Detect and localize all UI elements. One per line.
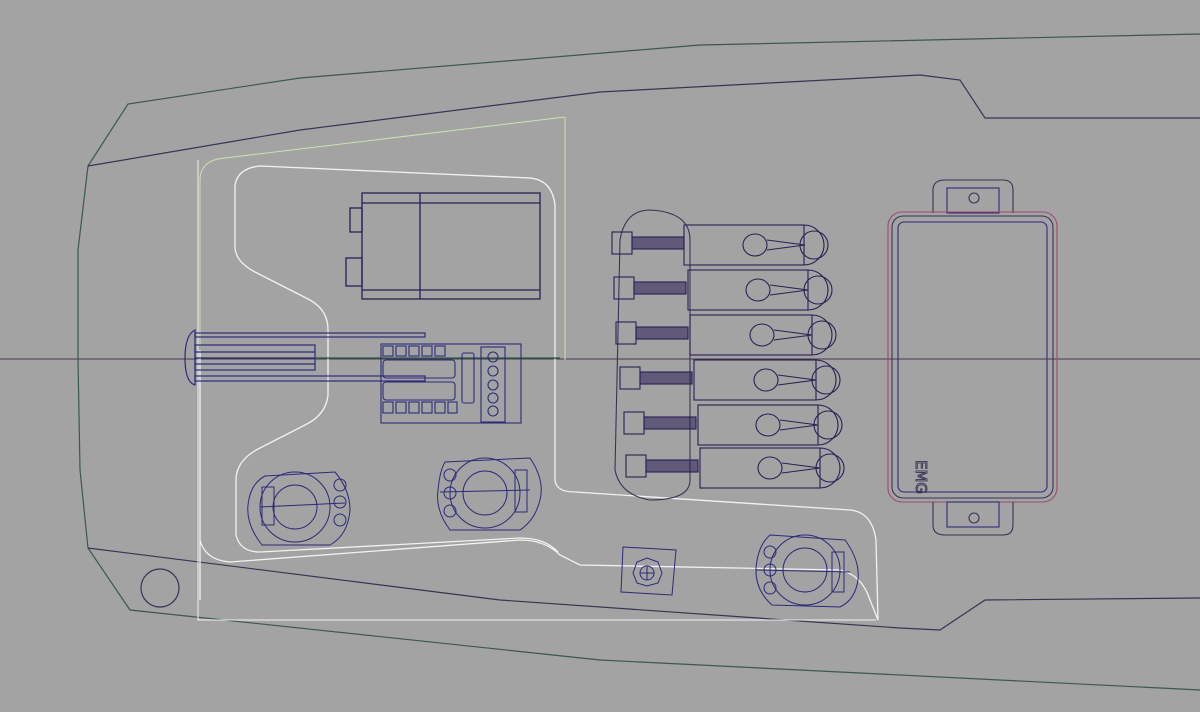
potentiometer-1[interactable] (247, 471, 351, 546)
pickup-mount-hole-icon (968, 512, 980, 524)
strap-button-hole-icon[interactable] (140, 568, 180, 608)
switch-shaft[interactable] (184, 329, 560, 386)
pickup-mount-hole-icon (968, 192, 980, 204)
trim-pot[interactable] (620, 546, 677, 596)
inner-cavity-outline (234, 165, 879, 621)
tremolo-bridge[interactable] (611, 209, 845, 501)
potentiometer-2[interactable] (437, 457, 542, 531)
guitar-body-outline (77, 33, 1200, 691)
saddle-6[interactable] (625, 447, 845, 489)
control-cavity-outline (199, 350, 879, 621)
saddle-5[interactable] (623, 404, 843, 446)
emg-logo: EMG (912, 460, 930, 494)
potentiometer-3[interactable] (755, 534, 859, 608)
emg-pickup[interactable]: EMG (887, 179, 1058, 536)
saddle-1[interactable] (611, 224, 829, 266)
selection-outline-upper (199, 116, 566, 345)
selector-switch[interactable] (380, 343, 522, 424)
battery-terminal-icon (345, 257, 363, 287)
battery-terminal-icon (349, 207, 363, 233)
saddle-3[interactable] (615, 314, 837, 356)
cover-plate-edge (197, 160, 876, 621)
saddle-4[interactable] (619, 359, 841, 401)
battery-9v[interactable] (345, 192, 541, 300)
saddle-2[interactable] (613, 269, 833, 311)
